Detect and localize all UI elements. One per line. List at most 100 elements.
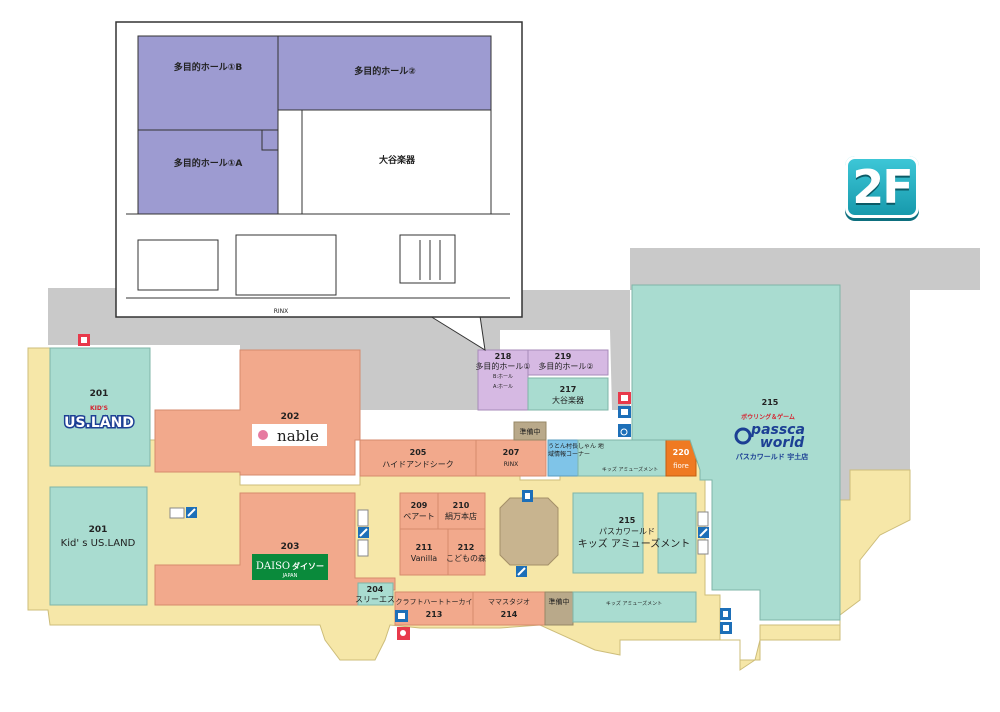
svg-text:KID'S: KID'S	[90, 405, 108, 412]
unit-209[interactable]	[399, 492, 439, 530]
unit-209-name: ベアート	[403, 512, 435, 521]
unit-218-name: 多目的ホール①	[475, 361, 530, 371]
nable-logo-bg	[252, 424, 327, 446]
unit-204-num: 204	[367, 585, 384, 594]
restroom-icon	[78, 334, 90, 346]
unit-201-bottom[interactable]	[49, 486, 148, 606]
prep-1[interactable]	[513, 421, 547, 441]
daiso-logo-sub: JAPAN	[282, 573, 298, 579]
unit-203-num: 203	[281, 542, 300, 552]
inset-hall-2: 多目的ホール②	[354, 65, 416, 77]
prep-2-label: 準備中	[549, 597, 570, 606]
unit-215-mid-name: パスカワールド	[599, 527, 655, 536]
unit-212[interactable]	[447, 528, 486, 576]
unit-218-num: 218	[495, 352, 512, 361]
unit-215-big-num: 215	[762, 398, 779, 407]
inset-floorplan	[126, 35, 510, 299]
unit-204[interactable]	[357, 582, 394, 606]
nable-flower-icon	[258, 430, 268, 440]
unit-201-top-num: 201	[90, 389, 109, 399]
svg-text:パスカワールド 宇土店: パスカワールド 宇土店	[736, 452, 808, 461]
unit-207-num: 207	[503, 448, 520, 457]
unit-212-num: 212	[458, 543, 475, 552]
unit-207-name: RINX	[504, 461, 519, 468]
inset-hall-1b: 多目的ホール①B	[174, 61, 243, 73]
unit-215-strip[interactable]	[657, 492, 697, 574]
kids-amuse-small[interactable]	[577, 439, 667, 477]
elevator-icon	[720, 608, 731, 620]
daiso-logo-bg	[252, 554, 328, 580]
unit-211-name: Vanilla	[411, 554, 437, 563]
unit-217[interactable]	[527, 377, 609, 411]
passca-swirl-icon	[734, 427, 752, 445]
unit-202-num: 202	[281, 412, 300, 422]
elevator-icon	[522, 490, 533, 502]
unit-205-name: ハイドアンドシーク	[382, 460, 454, 469]
unit-212-name: こどもの森	[446, 553, 486, 563]
unit-213-num: 213	[426, 610, 443, 619]
kids-amuse-bottom-label: キッズ アミューズメント	[606, 600, 662, 607]
unit-219-name: 多目的ホール②	[538, 361, 593, 371]
wheelchair-icon	[618, 424, 631, 437]
kids-amuse-small-label: キッズ アミューズメント	[602, 466, 658, 473]
unit-202[interactable]	[154, 349, 361, 476]
unit-220-num: 220	[673, 448, 690, 457]
central-plaza	[499, 497, 559, 566]
svg-text:ボウリング＆ゲーム: ボウリング＆ゲーム	[741, 413, 795, 421]
unit-210[interactable]	[437, 492, 486, 530]
unit-219-num: 219	[555, 352, 572, 361]
unit-218-sub2: A:ホール	[493, 384, 513, 390]
inset-hall-1a: 多目的ホール①A	[174, 157, 243, 169]
restroom-icon	[618, 406, 631, 418]
escalator-icon	[516, 566, 527, 577]
escalator-icon	[698, 527, 709, 538]
inset-callout	[429, 315, 486, 351]
svg-text:US.LAND: US.LAND	[64, 415, 134, 431]
passca-world-logo: ボウリング＆ゲーム passca world パスカワールド 宇土店	[734, 413, 808, 461]
unit-201-top[interactable]	[49, 347, 151, 467]
svg-text:passca: passca	[750, 422, 805, 438]
info-corner-label: うとん村長しゃん 地域情報コーナー	[548, 443, 604, 458]
unit-218[interactable]	[477, 349, 529, 411]
unit-210-num: 210	[453, 501, 470, 510]
unit-201-bottom-num: 201	[89, 525, 108, 535]
unit-218-sub1: B:ホール	[493, 374, 513, 380]
baby-room-icon	[397, 627, 410, 640]
floor-badge: 2F	[845, 156, 919, 218]
unit-207[interactable]	[475, 439, 547, 477]
unit-217-name: 大谷楽器	[552, 395, 584, 405]
escalator-stairs	[169, 507, 709, 557]
restroom-icon	[395, 610, 408, 622]
escalator-icon	[186, 507, 197, 518]
restroom-icon	[720, 622, 732, 634]
unit-205[interactable]	[359, 439, 477, 477]
unit-214-name: ママスタジオ	[488, 597, 530, 606]
unit-211-num: 211	[416, 543, 433, 552]
kids-amuse-bottom[interactable]	[572, 591, 697, 623]
unit-205-num: 205	[410, 448, 427, 457]
prep-1-label: 準備中	[520, 427, 541, 436]
svg-text:world: world	[760, 435, 805, 451]
info-corner[interactable]	[547, 439, 579, 477]
unit-214-num: 214	[501, 610, 518, 619]
unit-211[interactable]	[399, 528, 449, 576]
unit-219[interactable]	[527, 349, 609, 376]
unit-204-name: スリーエス	[355, 595, 395, 604]
unit-215-mid-sub: キッズ アミューズメント	[578, 537, 690, 550]
restroom-icon	[618, 392, 631, 404]
prep-2[interactable]	[544, 591, 574, 626]
inset-otani: 大谷楽器	[379, 154, 416, 166]
nable-logo: nable	[277, 427, 319, 445]
unit-217-num: 217	[560, 385, 577, 394]
unit-215-mid-num: 215	[619, 516, 636, 525]
unit-215-mid[interactable]	[572, 492, 644, 574]
escalator-icon	[358, 527, 369, 538]
inset-rinx: RINX	[274, 308, 289, 315]
unit-213-name: クラフトハートトーカイ	[396, 598, 473, 606]
unit-210-name: 絹万本店	[445, 511, 477, 521]
us-land-logo: KID'S US.LAND	[63, 405, 136, 433]
unit-214[interactable]	[472, 591, 546, 626]
unit-209-num: 209	[411, 501, 428, 510]
unit-215-big[interactable]	[631, 284, 841, 621]
